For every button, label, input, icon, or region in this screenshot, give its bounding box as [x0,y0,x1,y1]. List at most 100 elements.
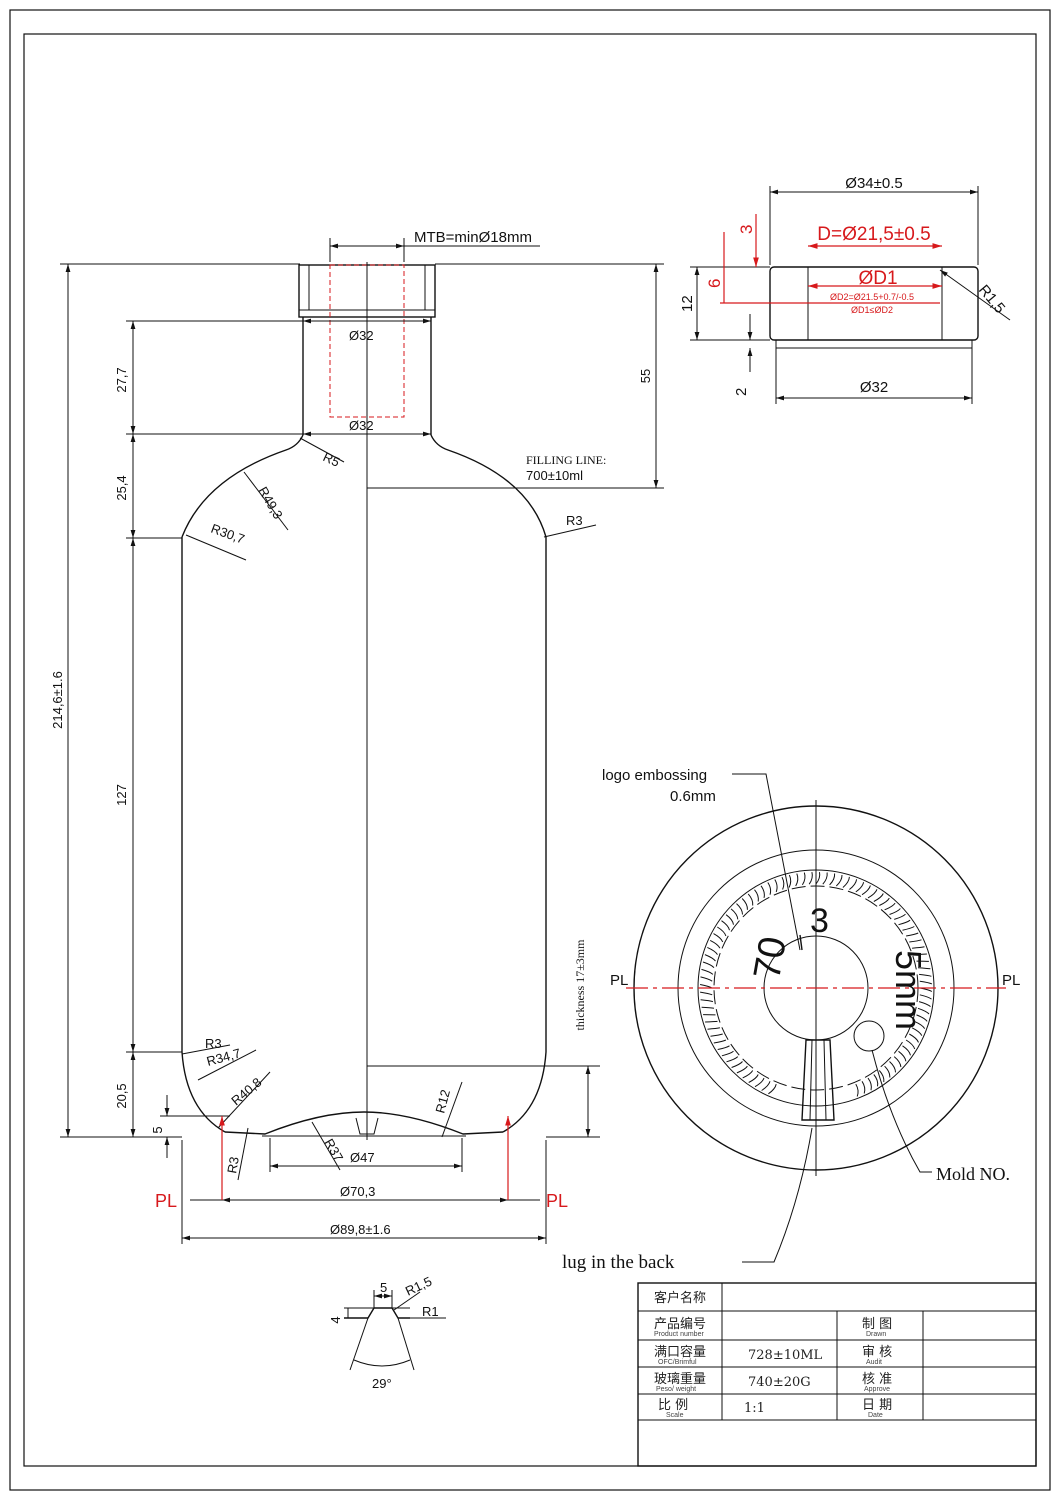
knurl-mark [873,893,884,902]
finish-h6: 6 [705,279,724,288]
knurl-mark [701,968,714,975]
d70-3-label: Ø70,3 [340,1184,375,1199]
tb-approve-en: Approve [864,1386,890,1393]
knurl-mark [707,1027,721,1030]
knurl-mark [867,1077,872,1091]
inner-frame [23,33,1037,1467]
tb-row-4: 比 例 Scale 1:1 日 期 Date [658,1398,892,1419]
knurl-mark [721,1050,734,1057]
knurl-mark [914,1020,926,1029]
knurl-mark [808,871,813,885]
filling-line-label: FILLING LINE: [526,453,606,467]
mold-no-label: Mold NO. [936,1164,1010,1184]
knurl-mark [717,926,727,937]
knurl-mark [704,954,716,962]
knurl-ring [700,871,933,1097]
r3-lower-label: R3 [205,1036,222,1051]
knurl-mark [902,1045,911,1056]
knurl-mark [774,879,778,893]
knurl-mark [748,1074,759,1083]
tb-row-1: 产品编号 Product number 制 图 Drawn [654,1317,892,1338]
knurl-mark [760,885,765,899]
finish-detail: Ø34±0.5 D=Ø21,5±0.5 ØD1 ØD2=Ø21.5+0.7/-0… [679,175,1011,404]
knurl-mark [855,1083,859,1097]
tb-date-cn: 日 期 [862,1398,892,1413]
finish-d32: Ø32 [860,379,888,396]
h-27-7: 27,7 [114,367,129,392]
emboss-70: 70 [746,934,795,983]
knurl-mark [916,1014,928,1022]
emboss-3: 3 [810,902,829,940]
knurl-mark [717,1045,730,1050]
knurl-mark [700,999,714,1003]
tb-audit-cn: 审 核 [862,1345,892,1360]
lug-h4: 4 [328,1316,343,1323]
knurl-mark [795,873,799,887]
tb-brimful-en: OFC/Brimful [658,1359,697,1366]
knurl-mark [917,1007,930,1015]
h-5: 5 [150,1126,165,1133]
emboss-5mm: 5mm [888,950,929,1030]
knurl-mark [767,882,772,895]
knurl-mark [725,914,734,925]
outer-frame [9,9,1051,1491]
knurl-mark [713,1039,727,1044]
knurl-mark [861,885,871,896]
knurl-mark [742,1070,754,1079]
neck-dia-mid: Ø32 [349,418,374,433]
neck-dia-top: Ø32 [349,328,374,343]
finish-h3: 3 [737,225,756,234]
knurl-mark [700,991,713,996]
knurl-mark [902,926,915,931]
knurl-mark [701,1006,715,1009]
thickness-label: thickness 17±3mm [573,939,587,1031]
finish-d1: ØD1 [858,268,897,289]
knurl-mark [898,1050,907,1062]
lug-r1-5: R1,5 [403,1274,434,1299]
tb-weight-value: 740±20G [748,1375,811,1390]
tb-drawn-cn: 制 图 [862,1317,892,1332]
knurl-mark [829,873,836,886]
knurl-mark [894,913,906,920]
knurl-mark [835,874,843,887]
knurl-mark [747,893,754,906]
knurl-mark [884,1065,891,1078]
knurl-mark [884,902,896,911]
d89-8-label: Ø89,8±1.6 [330,1222,391,1237]
h-214: 214,6±1.6 [50,671,65,729]
tb-drawn-en: Drawn [866,1331,886,1338]
finish-d2-note: ØD2=Ø21.5+0.7/-0.5 [830,292,914,302]
knurl-mark [912,946,925,949]
knurl-mark [918,1001,931,1007]
tb-weight-en: Peso/ weight [656,1386,696,1393]
knurl-mark [917,967,931,970]
h-55: 55 [638,369,653,383]
knurl-mark [879,897,890,906]
knurl-mark [822,872,828,885]
knurl-mark [731,1061,743,1068]
knurl-mark [855,882,865,893]
knurl-mark [709,939,721,949]
mtb-label: MTB=minØ18mm [414,229,532,246]
knurl-mark [878,1070,885,1083]
knurl-mark [898,919,911,926]
knurl-mark [761,1081,771,1091]
knurl-mark [906,932,919,937]
knurl-mark [713,933,724,943]
knurl-mark [889,908,901,915]
h-25-4: 25,4 [114,475,129,500]
finish-r1-5: R1,5 [975,282,1008,317]
knurl-mark [707,946,718,955]
logo-depth: 0.6mm [670,788,716,805]
r12-label: R12 [432,1088,453,1115]
tb-brimful-cn: 满口容量 [654,1344,706,1360]
r40-8-label: R40,8 [228,1075,264,1109]
knurl-mark [914,953,927,956]
knurl-mark [919,994,932,1000]
tb-scale-value: 1:1 [744,1401,765,1416]
bottle-outline [181,262,547,1140]
knurl-mark [781,876,785,890]
finish-d21-5: D=Ø21,5±0.5 [817,224,930,245]
tb-weight-cn: 玻璃重量 [654,1371,706,1387]
pl-right-label: PL [546,1191,568,1211]
